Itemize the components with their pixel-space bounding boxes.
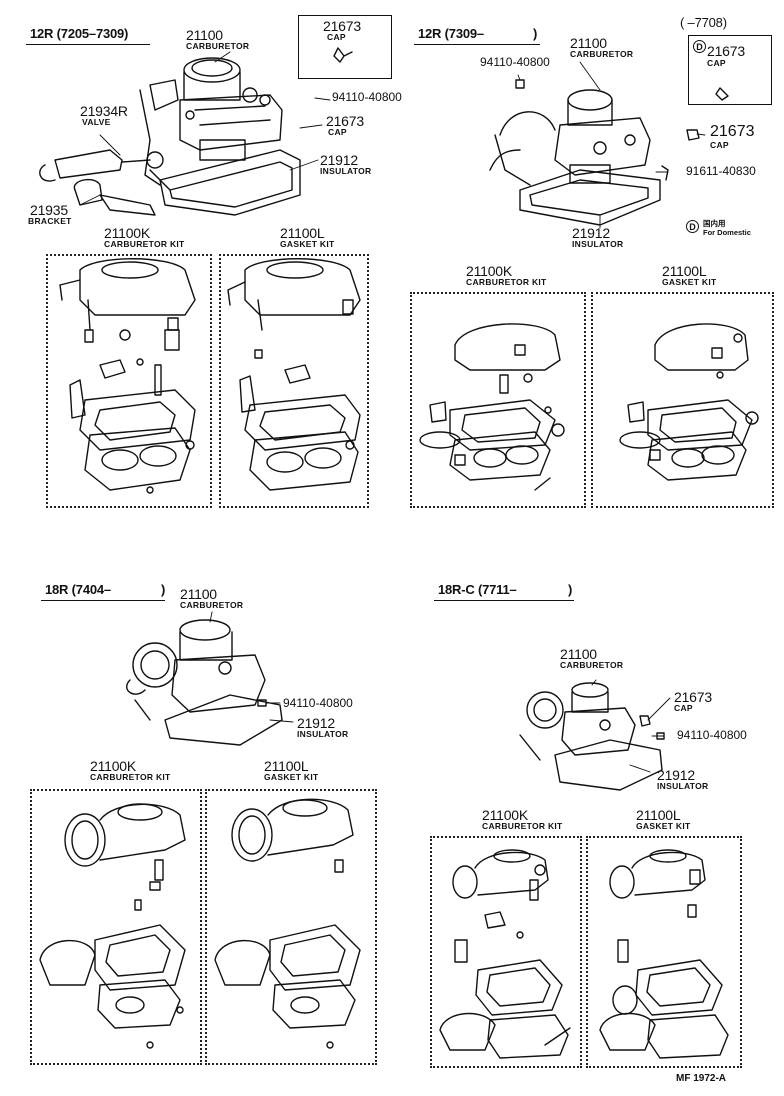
domestic-note-en: For Domestic <box>703 228 751 237</box>
part-name-carburetor-kit: CARBURETOR KIT <box>104 239 185 249</box>
part-number-insulator: 21912 <box>297 715 335 731</box>
part-name-carburetor-kit: CARBURETOR KIT <box>90 772 171 782</box>
part-number-gasket-kit: 21100L <box>636 807 681 823</box>
section-underline <box>434 600 574 601</box>
section-title-12r-early: 12R (7205–7309) <box>30 26 129 41</box>
domestic-note-jp: 国内用 <box>703 219 726 228</box>
part-number-gasket-kit: 21100L <box>264 758 309 774</box>
part-number-bracket: 21935 <box>30 202 68 218</box>
gasket-kit-18r-drawing <box>214 798 361 1049</box>
section-title-12r-late: 12R (7309– <box>418 26 484 41</box>
part-name: CAP <box>327 32 346 42</box>
gasket-kit-frame <box>219 254 369 508</box>
part-name-carburetor: CARBURETOR <box>560 660 624 670</box>
part-number-carburetor-kit: 21100K <box>90 758 137 774</box>
part-number: 21673 <box>707 43 745 59</box>
gasket-kit-frame <box>586 836 742 1068</box>
part-name-cap: CAP <box>674 703 693 713</box>
gasket-kit-12r-early-drawing <box>227 258 361 491</box>
part-name-gasket-kit: GASKET KIT <box>264 772 319 782</box>
part-name-valve: VALVE <box>82 117 111 127</box>
part-number-bolt: 94110-40800 <box>283 696 353 710</box>
part-name-carburetor: CARBURETOR <box>570 49 634 59</box>
part-number-bolt: 94110-40800 <box>480 55 550 69</box>
part-number-bolt: 94110-40800 <box>677 728 747 742</box>
carburetor-kit-frame <box>46 254 212 508</box>
part-name-insulator: INSULATOR <box>657 781 709 791</box>
gasket-kit-frame <box>205 789 377 1065</box>
part-number-carburetor: 21100 <box>560 646 597 662</box>
cap-box-left: 21673 CAP <box>298 15 392 79</box>
section-title-18r: 18R (7404– <box>45 582 111 597</box>
domestic-marker-icon: D <box>693 40 706 53</box>
carburetor-18r-drawing <box>126 619 283 746</box>
part-number-carburetor-kit: 21100K <box>482 807 529 823</box>
carburetor-kit-12r-early-drawing <box>59 258 196 494</box>
carburetor-kit-frame <box>30 789 202 1065</box>
part-number-carburetor-kit: 21100K <box>104 225 151 241</box>
part-number-cap: 21673 <box>710 123 755 140</box>
part-name-cap: CAP <box>710 140 729 150</box>
part-number-insulator: 21912 <box>657 767 695 783</box>
part-number-insulator: 21912 <box>572 225 610 241</box>
part-name-carburetor: CARBURETOR <box>186 41 250 51</box>
section-underline <box>26 44 150 45</box>
domestic-marker-icon: D <box>686 220 699 233</box>
part-number-valve: 21934R <box>80 103 128 119</box>
part-name: CAP <box>707 58 726 68</box>
cap-box-right-range: ( –7708) <box>680 15 727 30</box>
carburetor-12r-late-drawing <box>489 89 661 226</box>
section-title-12r-late-close: ) <box>533 26 538 41</box>
part-name-carburetor-kit: CARBURETOR KIT <box>466 277 547 287</box>
part-name-carburetor: CARBURETOR <box>180 600 244 610</box>
part-number-screw: 91611-40830 <box>686 164 756 178</box>
part-name-insulator: INSULATOR <box>320 166 372 176</box>
part-number-gasket-kit: 21100L <box>662 263 707 279</box>
carburetor-kit-12r-late-drawing <box>419 323 565 491</box>
figure-code: MF 1972-A <box>676 1073 727 1084</box>
section-title-18rc: 18R-C (7711– <box>438 582 517 597</box>
gasket-kit-frame <box>591 292 774 508</box>
part-name-cap: CAP <box>328 127 347 137</box>
part-name-bracket: BRACKET <box>28 216 72 226</box>
carburetor-kit-frame <box>410 292 586 508</box>
part-number-carburetor-kit: 21100K <box>466 263 513 279</box>
carburetor-kit-frame <box>430 836 582 1068</box>
part-number-carburetor: 21100 <box>570 35 607 51</box>
section-title-18r-close: ) <box>161 582 166 597</box>
part-name-gasket-kit: GASKET KIT <box>280 239 335 249</box>
part-number-bolt: 94110-40800 <box>332 90 402 104</box>
part-number-carburetor: 21100 <box>186 27 223 43</box>
carburetor-kit-18rc-drawing <box>439 849 571 1059</box>
gasket-kit-18rc-drawing <box>599 849 729 1059</box>
gasket-kit-12r-late-drawing <box>619 323 759 481</box>
carburetor-18rc-drawing <box>519 682 663 791</box>
cap-box-right: D 21673 CAP <box>688 35 772 105</box>
carburetor-kit-18r-drawing <box>39 803 186 1049</box>
part-number: 21673 <box>323 18 361 34</box>
part-name-gasket-kit: GASKET KIT <box>636 821 691 831</box>
part-name-insulator: INSULATOR <box>572 239 624 249</box>
part-number-gasket-kit: 21100L <box>280 225 325 241</box>
part-number-insulator: 21912 <box>320 152 358 168</box>
part-name-carburetor-kit: CARBURETOR KIT <box>482 821 563 831</box>
section-title-18rc-close: ) <box>568 582 573 597</box>
section-underline <box>414 44 540 45</box>
section-underline <box>41 600 165 601</box>
part-name-gasket-kit: GASKET KIT <box>662 277 717 287</box>
part-name-insulator: INSULATOR <box>297 729 349 739</box>
part-number-carburetor: 21100 <box>180 586 217 602</box>
part-number-cap: 21673 <box>326 113 364 129</box>
carburetor-12r-early-drawing <box>39 57 301 216</box>
part-number-cap: 21673 <box>674 689 712 705</box>
